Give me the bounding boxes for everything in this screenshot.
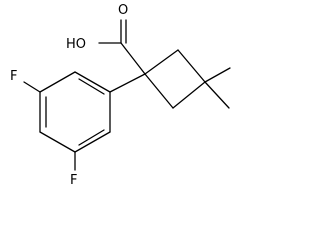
bond-ring-to-f-top: [23, 81, 41, 93]
carboxyl-oxygen-label: O: [118, 3, 128, 18]
ring-double-bond-inner-1: [78, 78, 105, 95]
fluorine-top-label: F: [10, 69, 17, 84]
cyclobutane-bond-2: [177, 49, 206, 83]
cyclobutane-bond-3: [172, 81, 206, 109]
bond-ring-to-cyclobutane: [109, 73, 146, 93]
ring-bond-1: [74, 71, 111, 93]
cyclobutane-bond-1: [144, 49, 179, 75]
carboxyl-hydroxyl-label: HO: [66, 37, 86, 52]
ring-bond-4: [39, 131, 76, 153]
ring-bond-6: [39, 71, 76, 93]
ring-double-bond-inner-2: [78, 129, 105, 146]
cyclobutane-ring: [144, 49, 206, 109]
chemical-structure-canvas: F F O HO: [10, 3, 231, 188]
ring-bond-3: [74, 131, 111, 153]
bond-cyclobutane-to-carboxyl: [120, 42, 146, 75]
methyl-bond-1: [204, 67, 231, 83]
fluorine-bottom-label: F: [70, 173, 77, 188]
cyclobutane-bond-4: [144, 73, 174, 109]
molecule-drawing: F F O HO: [10, 3, 231, 188]
methyl-bond-2: [204, 81, 230, 109]
benzene-ring: [39, 71, 111, 153]
